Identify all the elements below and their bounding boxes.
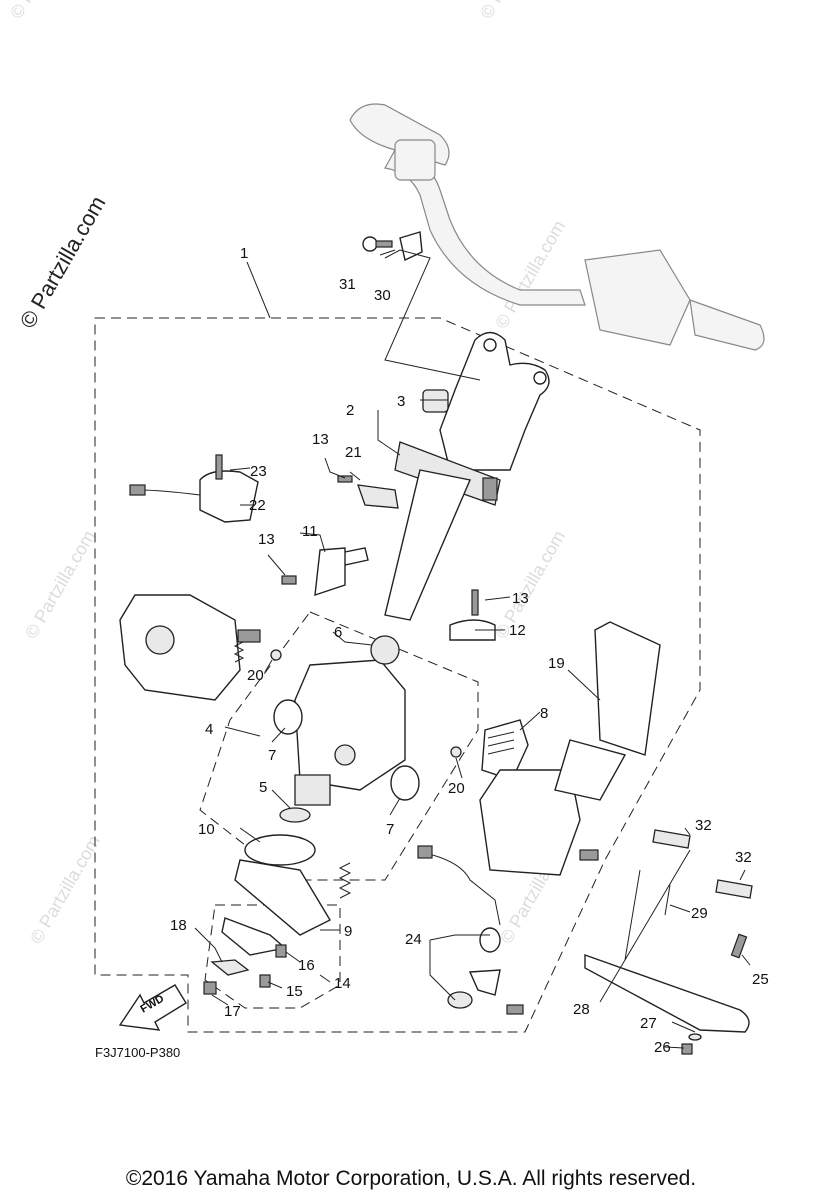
callout-15: 15 bbox=[286, 983, 303, 1000]
actuator-part bbox=[481, 719, 529, 781]
subassembly-14-outline bbox=[204, 904, 341, 1009]
right-housing-part bbox=[479, 769, 599, 876]
callout-7b: 7 bbox=[386, 821, 394, 838]
callout-19: 19 bbox=[548, 655, 565, 672]
arm-part bbox=[234, 859, 331, 936]
callout-18: 18 bbox=[170, 917, 187, 934]
seal-part bbox=[273, 699, 303, 735]
watermark-main: © Partzilla.com bbox=[15, 192, 111, 333]
bolt-part bbox=[730, 933, 748, 959]
callout-11: 11 bbox=[302, 523, 318, 540]
pad-part bbox=[715, 879, 753, 899]
callout-29: 29 bbox=[691, 905, 708, 922]
watermark-text: © Partzilla.com bbox=[26, 832, 104, 947]
rivet-part bbox=[664, 884, 671, 916]
left-housing-part bbox=[119, 594, 261, 701]
bushing-part bbox=[422, 389, 449, 413]
bracket-part bbox=[357, 484, 399, 509]
callout-4: 4 bbox=[205, 721, 213, 738]
bushing-part bbox=[279, 807, 311, 823]
pad-part bbox=[652, 829, 691, 849]
assembly-1-outline bbox=[94, 317, 701, 1033]
fwd-arrow: FWD bbox=[118, 984, 187, 1031]
bracket-part bbox=[449, 619, 496, 641]
watermark-text: © Partzilla.com bbox=[6, 0, 84, 22]
nut-part bbox=[275, 944, 287, 958]
bolt-part bbox=[203, 981, 217, 995]
seal-part bbox=[390, 765, 420, 801]
diagram-code: F3J7100-P380 bbox=[95, 1045, 180, 1060]
clip-part bbox=[210, 959, 250, 976]
callout-16: 16 bbox=[298, 957, 315, 974]
callout-20a: 20 bbox=[247, 667, 264, 684]
callout-8: 8 bbox=[540, 705, 548, 722]
copyright-notice: ©2016 Yamaha Motor Corporation, U.S.A. A… bbox=[126, 1167, 696, 1190]
callout-25: 25 bbox=[752, 971, 769, 988]
watermark-text: © Partzilla.com bbox=[491, 217, 569, 332]
callout-20b: 20 bbox=[448, 780, 465, 797]
sensor-part bbox=[129, 454, 259, 523]
clamp-part bbox=[362, 231, 423, 262]
callout-13a: 13 bbox=[312, 431, 329, 448]
callout-14: 14 bbox=[334, 975, 351, 992]
callout-28: 28 bbox=[573, 1001, 590, 1018]
callout-13c: 13 bbox=[512, 590, 529, 607]
spring-part bbox=[338, 862, 352, 899]
callout-1: 1 bbox=[240, 245, 248, 262]
callout-7a: 7 bbox=[268, 747, 276, 764]
callout-23: 23 bbox=[250, 463, 267, 480]
callout-13b: 13 bbox=[258, 531, 275, 548]
callout-24: 24 bbox=[405, 931, 422, 948]
callout-22: 22 bbox=[249, 497, 266, 514]
pedal-part bbox=[584, 954, 750, 1033]
washer-part bbox=[688, 1033, 702, 1041]
callout-32b: 32 bbox=[735, 849, 752, 866]
watermark-text: © Partzilla.com bbox=[476, 0, 554, 22]
washer-part bbox=[450, 746, 462, 758]
callout-10: 10 bbox=[198, 821, 215, 838]
bolt-part bbox=[281, 575, 297, 585]
spring-part bbox=[233, 641, 245, 663]
pulley-part bbox=[244, 834, 316, 866]
leader-lines bbox=[194, 249, 751, 1049]
callout-12: 12 bbox=[509, 622, 526, 639]
callout-26: 26 bbox=[654, 1039, 671, 1056]
callout-5: 5 bbox=[259, 779, 267, 796]
plate-part bbox=[314, 547, 369, 597]
washer-part bbox=[270, 649, 282, 661]
callout-17: 17 bbox=[224, 1003, 241, 1020]
callout-31: 31 bbox=[339, 276, 356, 293]
lever-part bbox=[221, 917, 287, 956]
bolt-part bbox=[259, 974, 271, 988]
watermark-text: © Partzilla.com bbox=[21, 527, 99, 642]
callout-27: 27 bbox=[640, 1015, 657, 1032]
callout-32a: 32 bbox=[695, 817, 712, 834]
handlebar-illustration bbox=[349, 103, 765, 351]
sensor-harness-part bbox=[417, 845, 524, 1015]
subassembly-4-outline bbox=[199, 611, 479, 881]
pivot-housing-part bbox=[294, 635, 406, 806]
callout-6: 6 bbox=[334, 624, 342, 641]
callout-30: 30 bbox=[374, 287, 391, 304]
watermark-text: © Partzilla.com bbox=[491, 527, 569, 642]
callout-9: 9 bbox=[344, 923, 352, 940]
steering-column-part bbox=[384, 331, 550, 621]
bolt-part bbox=[471, 589, 479, 616]
nut-part bbox=[681, 1043, 693, 1055]
callout-3: 3 bbox=[397, 393, 405, 410]
pedal-bracket-part bbox=[554, 621, 661, 801]
callout-labels: 1 2 3 4 5 6 7 7 8 9 10 11 12 13 13 13 14… bbox=[170, 245, 769, 1056]
callout-21: 21 bbox=[345, 444, 362, 461]
bolt-part bbox=[337, 475, 353, 483]
callout-2: 2 bbox=[346, 402, 354, 419]
